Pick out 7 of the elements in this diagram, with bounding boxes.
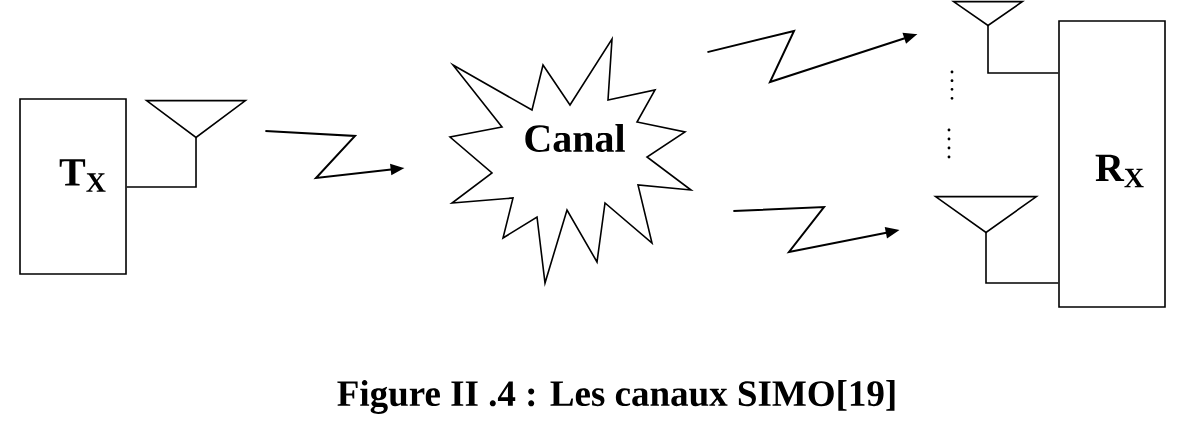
connection-line	[126, 136, 197, 188]
connection-line	[985, 231, 1059, 284]
transmitter-box: T$_{X}$	[19, 98, 127, 275]
connection-line	[987, 24, 1059, 74]
figure-caption: Figure II .4 : Les canaux SIMO[19]	[337, 380, 895, 414]
channel-starburst: Canal	[448, 35, 694, 287]
receiver-box: R$_{X}$	[1058, 20, 1166, 308]
